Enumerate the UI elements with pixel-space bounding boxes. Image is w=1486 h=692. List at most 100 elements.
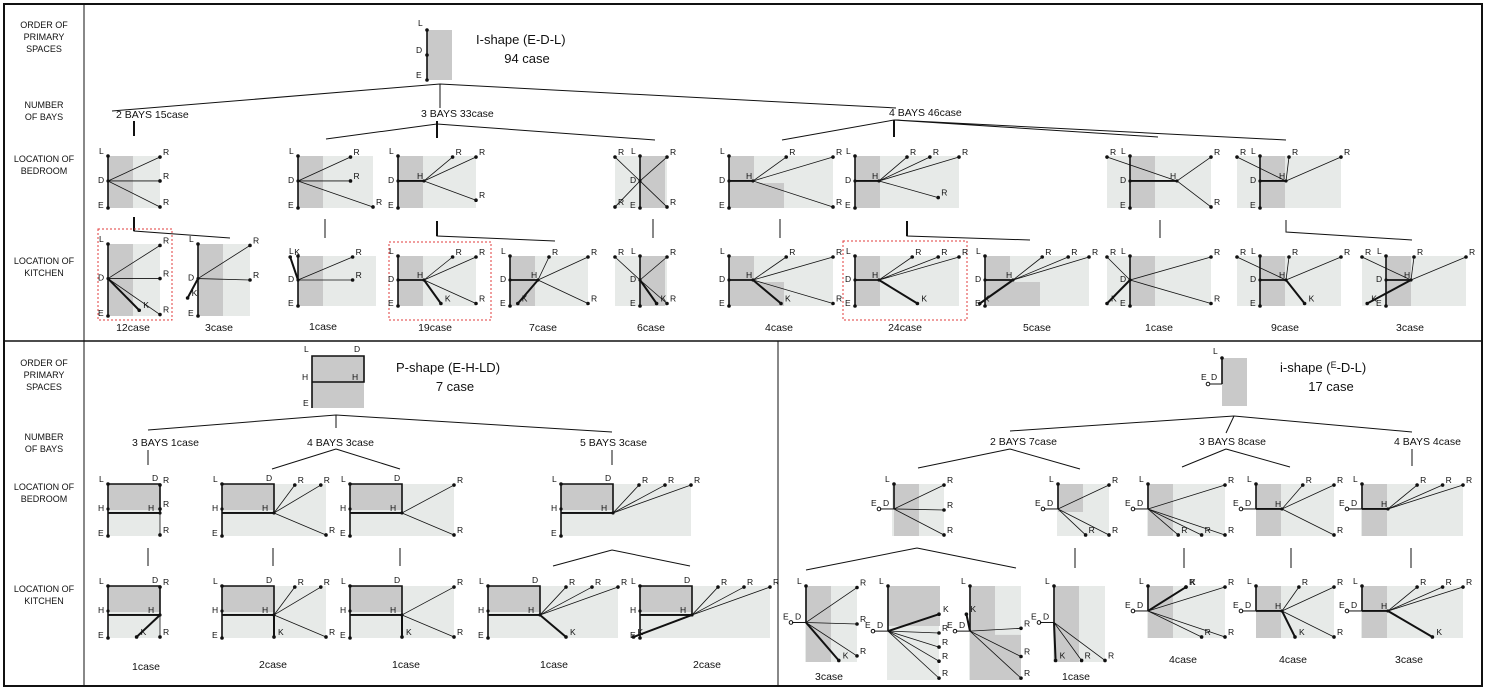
node — [396, 254, 400, 258]
space-letter-K: K — [294, 247, 300, 257]
space-letter-R: R — [457, 525, 463, 535]
row-label-order-top: ORDER OF PRIMARY SPACES — [20, 20, 68, 54]
space-letter-D: D — [288, 175, 294, 185]
node — [348, 155, 353, 159]
space-letter-H: H — [148, 503, 154, 513]
case-count: 19case — [418, 322, 452, 334]
space-letter-H: H — [390, 605, 396, 615]
node — [1297, 585, 1301, 589]
space-letter-H: H — [1381, 601, 1387, 611]
shade-dark — [222, 484, 274, 510]
node — [1105, 255, 1109, 259]
bay-label: 2 BAYS 15case — [116, 109, 189, 121]
node — [1258, 154, 1262, 158]
room-link — [537, 256, 589, 281]
kitchen-link — [423, 279, 442, 305]
space-letter-R: R — [618, 197, 624, 207]
space-letter-R: R — [1228, 475, 1234, 485]
space-letter-R: R — [376, 197, 382, 207]
space-letter-H: H — [1170, 171, 1176, 181]
row-label-line: SPACES — [26, 382, 62, 392]
space-letter-R: R — [836, 197, 842, 207]
kitchen-link — [1053, 622, 1057, 661]
shade-dark — [894, 484, 919, 536]
space-letter-D: D — [266, 575, 272, 585]
space-letter-R: R — [1108, 650, 1114, 660]
node — [716, 585, 720, 589]
shade-dark — [298, 256, 323, 306]
node — [106, 636, 110, 640]
case-count: 1case — [540, 659, 568, 671]
space-letter-L: L — [846, 146, 851, 156]
shade-dark — [1260, 256, 1285, 306]
space-letter-D: D — [98, 175, 104, 185]
room-link — [297, 256, 353, 281]
space-letter-L: L — [552, 474, 557, 484]
space-letter-H: H — [746, 171, 752, 181]
kitchen-link — [107, 277, 140, 311]
node — [1146, 482, 1150, 486]
space-letter-H: H — [601, 503, 607, 513]
case-count: 3case — [1396, 322, 1424, 334]
space-letter-R: R — [1446, 577, 1452, 587]
room-link — [639, 279, 668, 304]
room-link — [1147, 508, 1179, 536]
node — [1238, 506, 1244, 512]
space-letter-E: E — [865, 620, 871, 630]
shade-dark — [729, 256, 754, 306]
node — [1107, 533, 1111, 537]
node — [396, 154, 400, 158]
space-letter-E: E — [98, 528, 104, 538]
branch-line — [147, 450, 613, 465]
node — [296, 206, 300, 210]
room-link — [1147, 484, 1226, 510]
space-letter-R: R — [1228, 627, 1234, 637]
bay-label: 2 BAYS 7case — [990, 436, 1057, 448]
node — [1360, 584, 1364, 588]
node — [788, 620, 794, 625]
node — [564, 585, 568, 589]
row-label-line: BEDROOM — [21, 166, 68, 176]
node — [1209, 255, 1213, 259]
kitchen-link — [517, 279, 539, 305]
space-letter-D: D — [883, 498, 889, 508]
node — [106, 534, 110, 538]
space-letter-L: L — [1139, 474, 1144, 484]
space-letter-D: D — [288, 274, 294, 284]
space-letter-H: H — [630, 605, 636, 615]
node — [1258, 304, 1262, 308]
space-letter-R: R — [163, 499, 169, 509]
node — [1360, 482, 1364, 486]
space-letter-D: D — [845, 274, 851, 284]
space-letter-R: R — [1420, 475, 1426, 485]
space-letter-L: L — [1121, 146, 1126, 156]
highlight-box — [842, 240, 968, 321]
case-count: 1case — [392, 659, 420, 671]
space-letter-R: R — [552, 247, 558, 257]
space-letter-L: L — [99, 576, 104, 586]
space-letter-H: H — [212, 605, 218, 615]
room-link — [273, 586, 322, 616]
row-label-line: LOCATION OF — [14, 256, 75, 266]
shade-dark — [1130, 156, 1155, 208]
kitchen-link — [878, 279, 918, 305]
space-letter-R: R — [356, 270, 362, 280]
room-link — [197, 278, 251, 281]
space-letter-L: L — [961, 576, 966, 586]
node — [638, 154, 642, 158]
node — [319, 585, 323, 589]
room-link — [1281, 586, 1300, 612]
node — [400, 635, 404, 639]
node — [450, 155, 455, 159]
room-link — [691, 586, 719, 616]
space-letter-K: K — [1299, 627, 1305, 637]
room-link — [273, 484, 322, 514]
space-letter-L: L — [99, 234, 104, 244]
space-letter-L: L — [99, 146, 104, 156]
space-letter-L: L — [1251, 246, 1256, 256]
space-letter-R: R — [1092, 247, 1098, 257]
space-letter-K: K — [843, 650, 849, 660]
order-icon-i-shape: L D E — [416, 18, 452, 82]
node — [1301, 483, 1305, 487]
space-letter-R: R — [1240, 247, 1246, 257]
